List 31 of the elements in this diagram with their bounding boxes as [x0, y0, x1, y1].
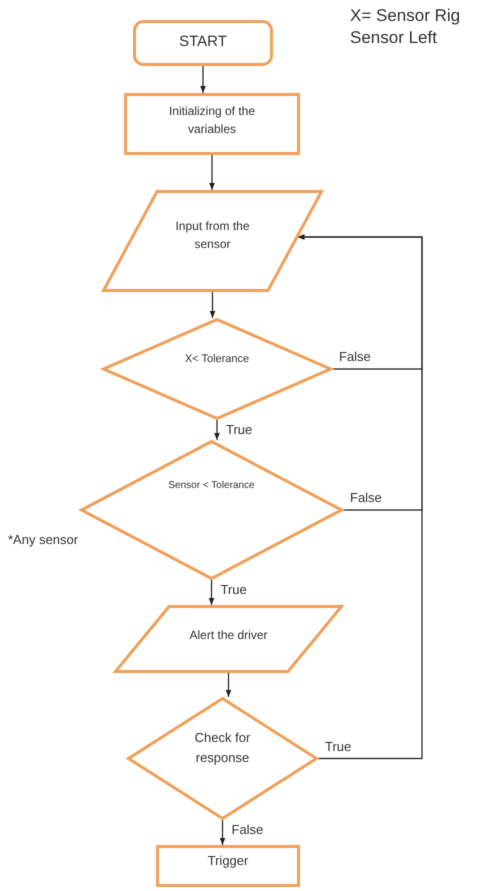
connector-arrow	[220, 820, 226, 845]
edge-label: False	[349, 490, 383, 505]
input-output-parallelogram	[102, 190, 323, 292]
connector-arrow	[200, 66, 206, 93]
terminator-box	[133, 20, 273, 66]
decision-diamond	[127, 697, 318, 820]
legend-note: X= Sensor Rig Sensor Left	[350, 5, 462, 50]
node-text: Input from the sensor	[174, 218, 251, 253]
node-text: Check for response	[194, 729, 252, 767]
decision-diamond	[102, 318, 332, 420]
connector-arrow	[209, 155, 215, 190]
connector-arrow	[208, 580, 214, 605]
node-text: X< Tolerance	[184, 352, 250, 367]
node-text: Trigger	[206, 852, 250, 870]
node-text: Sensor < Tolerance	[167, 479, 256, 493]
connector-arrow	[214, 420, 220, 440]
connector-arrow	[298, 234, 423, 760]
process-box	[124, 93, 300, 155]
node-text: Initializing of the variables	[168, 103, 256, 138]
decision-diamond	[80, 440, 343, 580]
node-text: Alert the driver	[188, 627, 269, 644]
node-text: START	[178, 32, 228, 52]
edge-label: True	[225, 422, 254, 437]
connector-arrow	[210, 292, 216, 318]
process-box	[156, 845, 300, 887]
edge-label: True	[220, 582, 248, 597]
input-output-parallelogram	[114, 605, 343, 673]
footnote: *Any sensor	[8, 532, 80, 549]
edge-label: False	[230, 822, 264, 837]
connector-arrow	[226, 673, 232, 697]
edge-label: False	[338, 349, 372, 364]
